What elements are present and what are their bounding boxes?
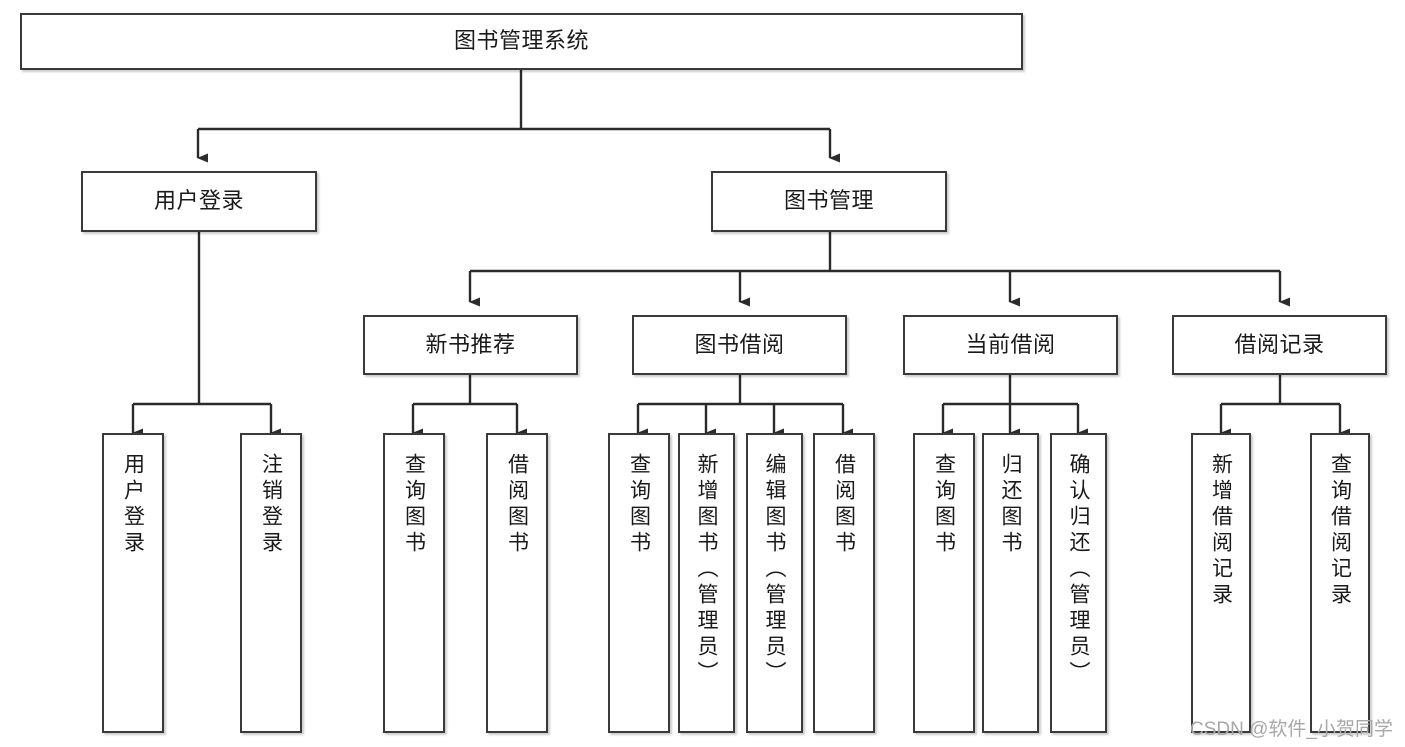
node-root-label: 图书管理系统 <box>453 28 589 54</box>
leaf-label: 借阅图书 <box>505 453 529 557</box>
leaf-book-borrow-query[interactable]: 查询图书 <box>608 433 670 733</box>
leaf-label: 查询图书 <box>932 453 956 557</box>
leaf-current-borrow-query[interactable]: 查询图书 <box>913 433 975 733</box>
edge-group-borrow-record <box>1219 375 1350 438</box>
leaf-current-borrow-confirm[interactable]: 确认归还（管理员） <box>1050 433 1107 733</box>
leaf-label: 查询图书 <box>402 453 426 557</box>
leaf-user-login-logout[interactable]: 注销登录 <box>240 433 302 733</box>
leaf-record-add[interactable]: 新增借阅记录 <box>1191 433 1251 733</box>
node-current-borrow-label: 当前借阅 <box>965 331 1056 357</box>
leaf-label: 新增借阅记录 <box>1209 453 1233 609</box>
leaf-record-query[interactable]: 查询借阅记录 <box>1310 433 1370 733</box>
edge-group-new-book <box>411 375 527 438</box>
leaf-label: 查询借阅记录 <box>1328 453 1352 609</box>
leaf-user-login-login[interactable]: 用户登录 <box>102 433 164 733</box>
leaf-current-borrow-return[interactable]: 归还图书 <box>982 433 1039 733</box>
node-user-login[interactable]: 用户登录 <box>81 171 317 232</box>
edge-group-book-borrow <box>636 375 853 438</box>
leaf-new-book-query[interactable]: 查询图书 <box>383 433 445 733</box>
leaf-label: 新增图书（管理员） <box>695 453 718 687</box>
node-new-book-recommend-label: 新书推荐 <box>425 331 516 357</box>
node-book-manage[interactable]: 图书管理 <box>711 171 947 232</box>
node-book-borrow[interactable]: 图书借阅 <box>632 315 847 375</box>
leaf-book-borrow-add[interactable]: 新增图书（管理员） <box>678 433 735 733</box>
node-user-login-label: 用户登录 <box>153 188 244 214</box>
leaf-new-book-borrow[interactable]: 借阅图书 <box>486 433 548 733</box>
leaf-label: 确认归还（管理员） <box>1067 453 1090 687</box>
leaf-label: 注销登录 <box>259 453 283 557</box>
leaf-book-borrow-borrow[interactable]: 借阅图书 <box>813 433 875 733</box>
leaf-label: 查询图书 <box>627 453 651 557</box>
edge-group-user-login <box>131 232 281 438</box>
node-borrow-record-label: 借阅记录 <box>1234 331 1325 357</box>
edge-group-root <box>196 70 840 163</box>
node-borrow-record[interactable]: 借阅记录 <box>1172 315 1387 375</box>
node-current-borrow[interactable]: 当前借阅 <box>903 315 1118 375</box>
edge-group-current-borrow <box>941 375 1088 438</box>
edge-group-book-manage <box>468 232 1290 307</box>
leaf-label: 用户登录 <box>121 453 145 557</box>
node-book-manage-label: 图书管理 <box>783 188 874 214</box>
leaf-label: 归还图书 <box>999 453 1022 557</box>
node-book-borrow-label: 图书借阅 <box>694 331 785 357</box>
node-new-book-recommend[interactable]: 新书推荐 <box>363 315 578 375</box>
leaf-label: 借阅图书 <box>832 453 856 557</box>
node-root[interactable]: 图书管理系统 <box>20 13 1023 70</box>
leaf-label: 编辑图书（管理员） <box>763 453 786 687</box>
leaf-book-borrow-edit[interactable]: 编辑图书（管理员） <box>746 433 803 733</box>
